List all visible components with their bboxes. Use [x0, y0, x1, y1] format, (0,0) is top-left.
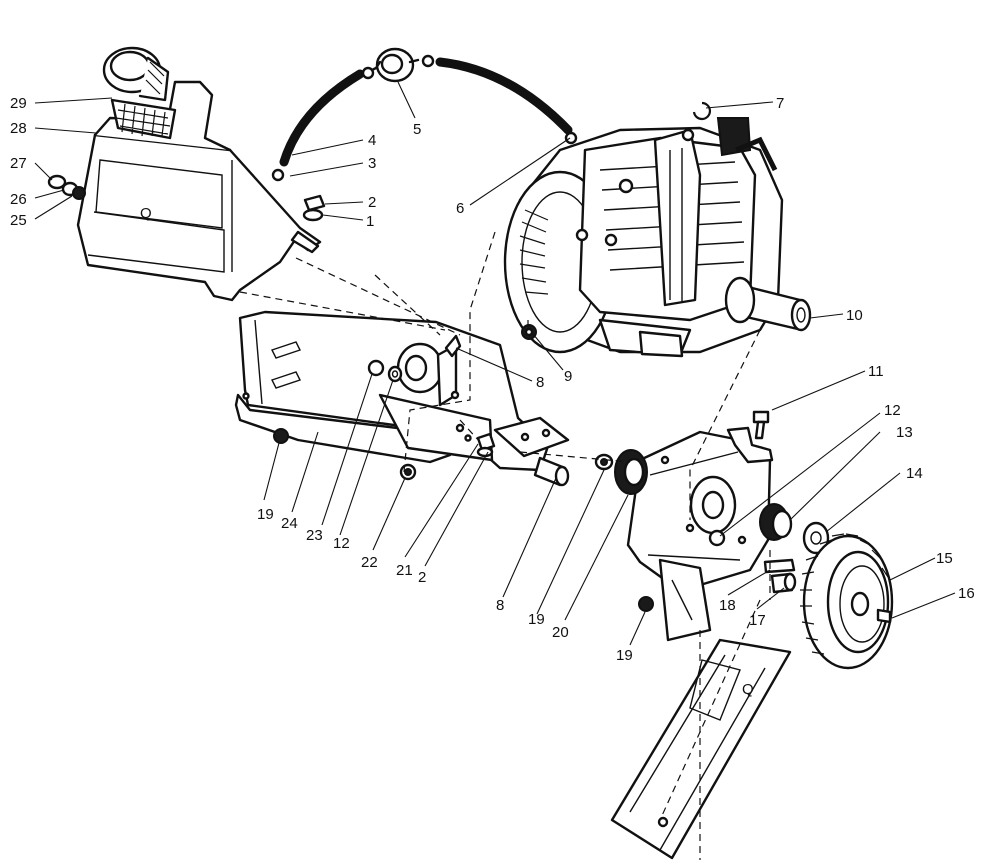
callout-24: 24 [281, 515, 298, 532]
callout-2-lower: 2 [418, 569, 426, 586]
screw-spacer [763, 558, 797, 594]
handle-lower: Q [610, 638, 792, 860]
callout-16: 16 [958, 585, 975, 602]
callout-23: 23 [306, 527, 323, 544]
fuel-line [271, 54, 578, 182]
callout-14: 14 [906, 465, 923, 482]
callout-labels: 1 2 3 4 5 6 7 8 9 10 11 12 13 14 15 16 1… [10, 95, 975, 664]
callout-8-lower: 8 [496, 597, 504, 614]
callout-9: 9 [564, 368, 572, 385]
bolt [752, 410, 770, 440]
callout-20: 20 [552, 624, 569, 641]
svg-text:Q: Q [742, 681, 754, 698]
callout-19-lower: 19 [616, 647, 633, 664]
pulley-bearing [594, 449, 648, 495]
spacer-bolt [533, 456, 570, 487]
callout-17: 17 [749, 612, 766, 629]
callout-10: 10 [846, 307, 863, 324]
alignment-lines [239, 231, 771, 860]
callout-27: 27 [10, 155, 27, 172]
callout-12-left: 12 [333, 535, 350, 552]
wheel [800, 533, 894, 670]
callout-12: 12 [884, 402, 901, 419]
callout-1: 1 [366, 213, 374, 230]
callout-11: 11 [868, 363, 884, 380]
callout-26: 26 [10, 191, 27, 208]
tank-clamp [302, 194, 326, 222]
callout-5: 5 [413, 121, 421, 138]
callout-22: 22 [361, 554, 378, 571]
fuel-tank: Q [76, 80, 322, 302]
callout-8: 8 [536, 374, 544, 391]
retaining-ring [692, 101, 711, 121]
callout-19-mid: 19 [528, 611, 545, 628]
callout-2: 2 [368, 194, 376, 211]
engine [503, 117, 812, 358]
callout-6: 6 [456, 200, 464, 217]
nut-lower [638, 596, 654, 612]
svg-text:Q: Q [140, 205, 152, 222]
callout-15: 15 [936, 550, 953, 567]
fuel-cap [102, 46, 177, 140]
gear-housing [626, 426, 774, 642]
callout-13: 13 [896, 424, 913, 441]
frame-bracket [234, 310, 550, 472]
callout-29: 29 [10, 95, 27, 112]
tank-fasteners [47, 174, 86, 200]
callout-25: 25 [10, 212, 27, 229]
callout-28: 28 [10, 120, 27, 137]
leader-lines [34, 81, 956, 646]
callout-4: 4 [368, 132, 376, 149]
callout-21: 21 [396, 562, 413, 579]
callout-3: 3 [368, 155, 376, 172]
fuel-filter [370, 47, 420, 83]
engine-nut [521, 324, 537, 340]
mount-plate [493, 416, 570, 458]
callout-19-left: 19 [257, 506, 274, 523]
callout-7: 7 [776, 95, 784, 112]
gear-assembly [708, 503, 830, 555]
callout-18: 18 [719, 597, 736, 614]
